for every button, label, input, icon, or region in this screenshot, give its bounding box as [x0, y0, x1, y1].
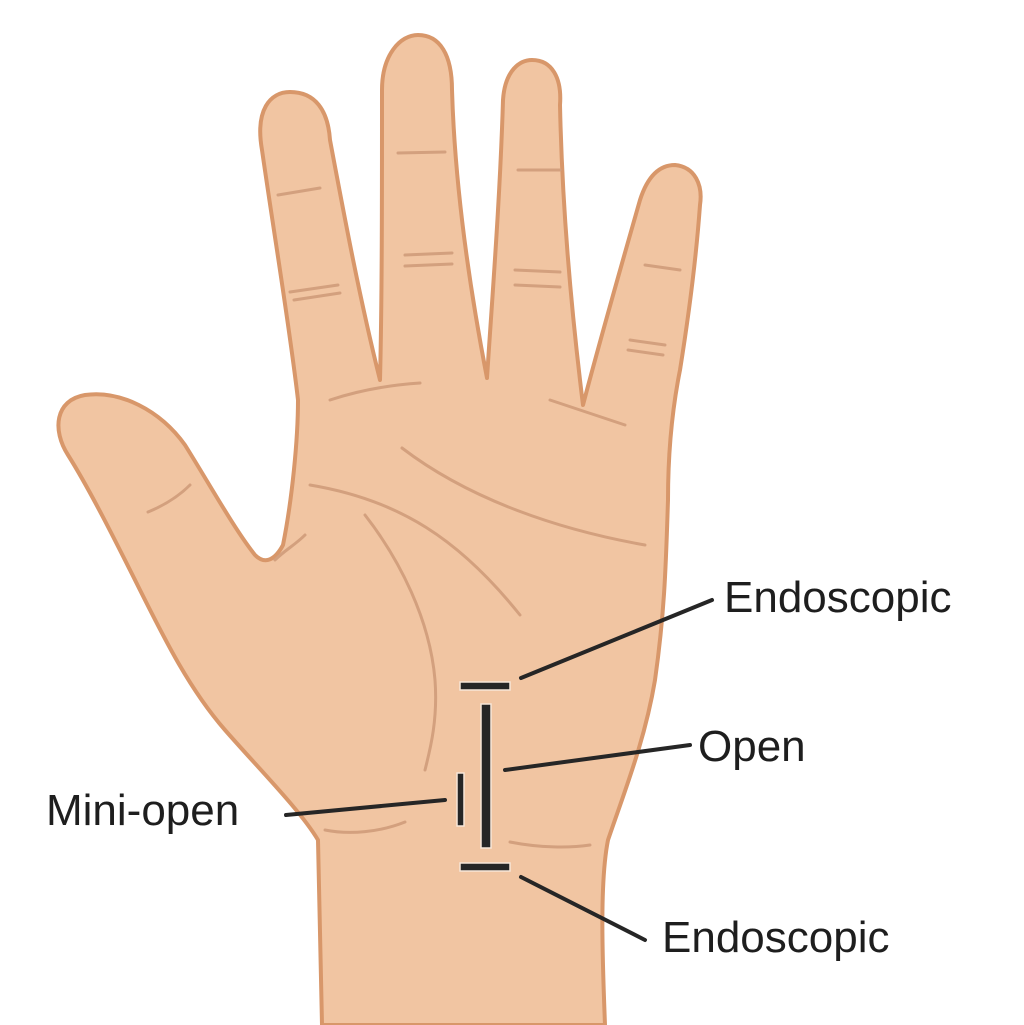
endoscopic-bottom-incision [459, 862, 511, 872]
label-endoscopic-top: Endoscopic [724, 573, 952, 622]
incision-marks [456, 681, 511, 872]
skin-creases [146, 150, 682, 849]
leader-lines [284, 598, 714, 942]
label-mini-open: Mini-open [46, 786, 240, 835]
endoscopic-top-incision [459, 681, 511, 691]
mini-open-incision [456, 772, 465, 827]
hand-palm [56, 33, 703, 1025]
label-endoscopic-bottom: Endoscopic [662, 913, 890, 962]
label-open: Open [698, 722, 806, 771]
open-incision [480, 703, 492, 849]
